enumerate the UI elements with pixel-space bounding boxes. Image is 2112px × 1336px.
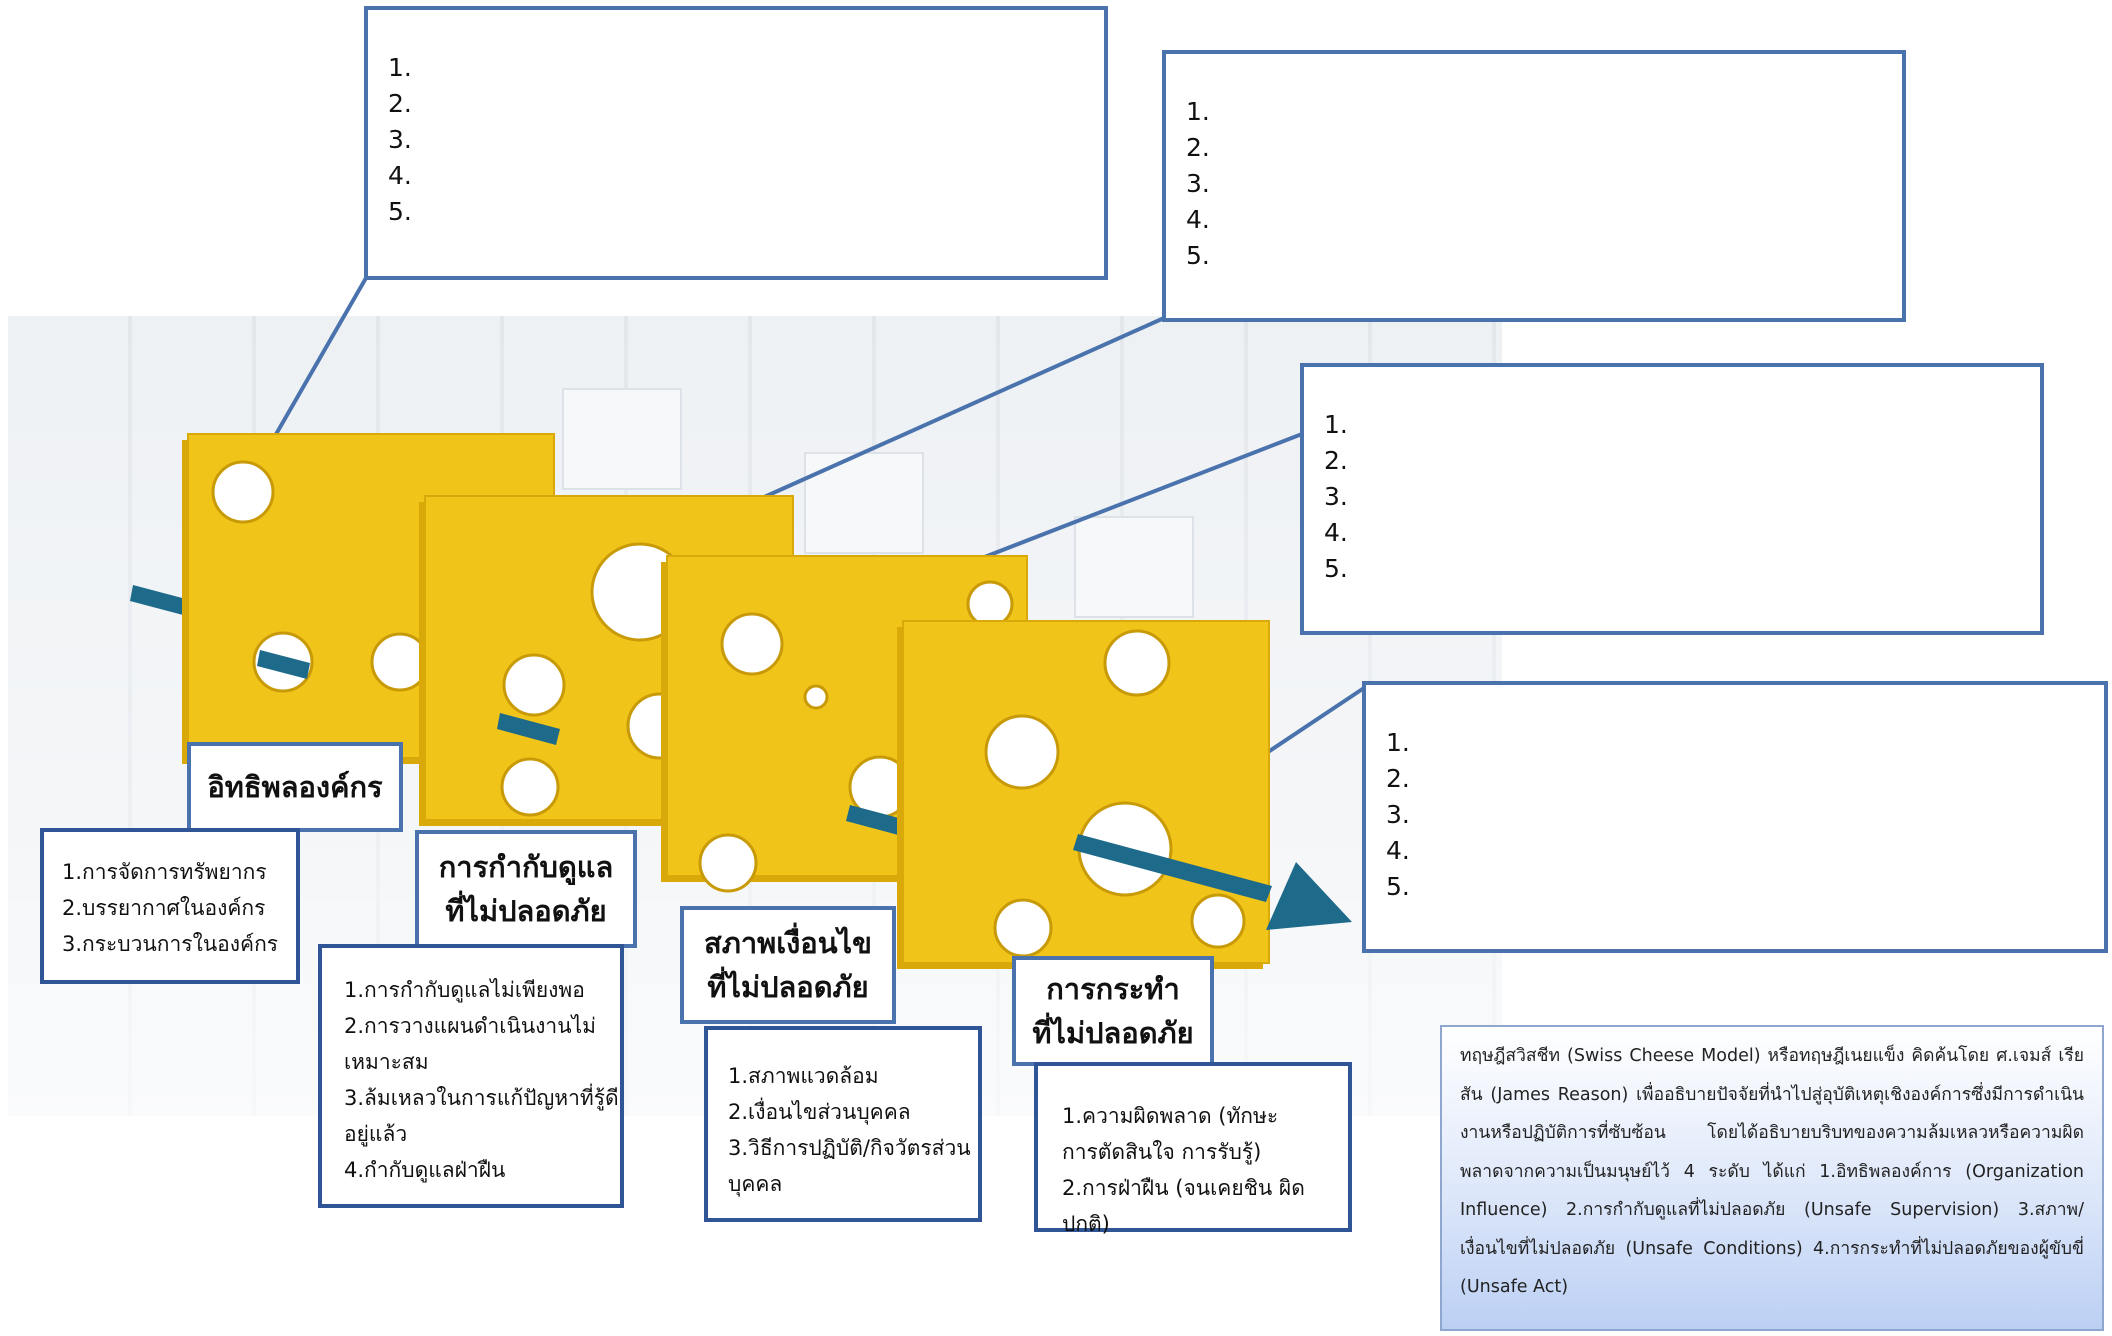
layer-title-line: ที่ไม่ปลอดภัย [1032, 1016, 1194, 1050]
list-item: 1. [388, 53, 412, 82]
hazard-arrow-segment [846, 805, 910, 837]
layer-title-line: ที่ไม่ปลอดภัย [707, 970, 869, 1004]
connector-lines [273, 277, 1366, 758]
list-item: 3. [1324, 482, 1348, 511]
layer-title-unsafe-supervision: การกำกับดูแล ที่ไม่ปลอดภัย [415, 830, 637, 948]
factor-item: 3.วิธีการปฏิบัติ/กิจวัตรส่วน [728, 1136, 971, 1160]
numbered-box-supervision: 1. 2. 3. 4. 5. [1162, 50, 1906, 322]
factor-item: 2.การฝ่าฝืน (จนเคยชิน ผิดปกติ) [1062, 1176, 1305, 1236]
list-item: 4. [388, 161, 412, 190]
list-item: 1. [1324, 410, 1348, 439]
list-item: 2. [388, 89, 412, 118]
factors-unsafe-supervision: 1.การกำกับดูแลไม่เพียงพอ 2.การวางแผนดำเน… [318, 944, 624, 1208]
cheese-hole [984, 714, 1060, 790]
layer-title-unsafe-conditions: สภาพเงื่อนไข ที่ไม่ปลอดภัย [680, 906, 896, 1024]
list-item: 2. [1186, 133, 1210, 162]
factor-item: 2.การวางแผนดำเนินงานไม่ [344, 1014, 596, 1038]
hazard-arrow-segment [257, 650, 310, 679]
hazard-arrow-segment [497, 713, 560, 745]
factor-item: 3.กระบวนการในองค์กร [62, 932, 279, 956]
list-item: 2. [1324, 446, 1348, 475]
layer-title-line: การกระทำ [1046, 972, 1180, 1006]
list-item: 4. [1186, 205, 1210, 234]
list-item: 5. [388, 197, 412, 226]
factor-item: 4.กำกับดูแลฝ่าฝืน [344, 1158, 506, 1182]
list-item: 5. [1386, 872, 1410, 901]
factors-organizational-influence: 1.การจัดการทรัพยากร 2.บรรยากาศในองค์กร 3… [40, 828, 300, 984]
cheese-hole [211, 460, 275, 524]
list-item: 3. [388, 125, 412, 154]
cheese-hole [1103, 629, 1171, 697]
cheese-hole [966, 580, 1014, 628]
factor-item: 1.การจัดการทรัพยากร [62, 860, 267, 884]
connector-line [273, 277, 368, 437]
factor-item: การตัดสินใจ การรับรู้) [1062, 1140, 1262, 1164]
layer-title-line: อิทธิพลองค์กร [207, 770, 383, 804]
background-window [1074, 516, 1194, 618]
cheese-slice [897, 620, 1270, 969]
background-window [562, 388, 682, 490]
factor-item: 3.ล้มเหลวในการแก้ปัญหาที่รู้ดี [344, 1086, 619, 1110]
layer-title-line: สภาพเงื่อนไข [704, 926, 872, 960]
connector-line [1260, 686, 1366, 758]
factor-item: เหมาะสม [344, 1050, 429, 1074]
hazard-arrow-shaft [1073, 834, 1272, 902]
theory-description: ทฤษฎีสวิสชีท (Swiss Cheese Model) หรือทฤ… [1440, 1025, 2104, 1331]
connector-line [761, 316, 1165, 500]
layer-title-line: การกำกับดูแล [438, 850, 614, 884]
cheese-hole [698, 833, 758, 893]
cheese-hole [1190, 893, 1246, 949]
cheese-hole [500, 757, 560, 817]
list-item: 3. [1386, 800, 1410, 829]
factor-item: บุคคล [728, 1172, 783, 1196]
numbered-box-organizational: 1. 2. 3. 4. 5. [364, 6, 1108, 280]
list-item: 1. [1186, 97, 1210, 126]
hazard-arrow-front [1073, 834, 1352, 930]
layer-title-unsafe-acts: การกระทำ ที่ไม่ปลอดภัย [1012, 956, 1214, 1066]
list-item: 5. [1324, 554, 1348, 583]
numbered-box-acts: 1. 2. 3. 4. 5. [1362, 681, 2108, 953]
factor-item: 1.สภาพแวดล้อม [728, 1064, 879, 1088]
cheese-hole [993, 898, 1053, 958]
hazard-arrow-head [1266, 862, 1352, 930]
connector-line [981, 432, 1303, 560]
cheese-hole [502, 653, 566, 717]
list-item: 3. [1186, 169, 1210, 198]
cheese-slices [182, 433, 1352, 969]
cheese-hole [803, 684, 829, 710]
list-item: 4. [1324, 518, 1348, 547]
factor-item: 2.บรรยากาศในองค์กร [62, 896, 266, 920]
layer-title-organizational-influence: อิทธิพลองค์กร [187, 742, 403, 832]
factor-item: อยู่แล้ว [344, 1122, 408, 1146]
factor-item: 2.เงื่อนไขส่วนบุคคล [728, 1100, 911, 1124]
layer-title-line: ที่ไม่ปลอดภัย [445, 894, 607, 928]
factor-item: 1.การกำกับดูแลไม่เพียงพอ [344, 978, 585, 1002]
factors-unsafe-conditions: 1.สภาพแวดล้อม 2.เงื่อนไขส่วนบุคคล 3.วิธี… [704, 1026, 982, 1222]
factors-unsafe-acts: 1.ความผิดพลาด (ทักษะ การตัดสินใจ การรับร… [1034, 1062, 1352, 1236]
list-item: 4. [1386, 836, 1410, 865]
cheese-hole [720, 612, 784, 676]
list-item: 2. [1386, 764, 1410, 793]
list-item: 1. [1386, 728, 1410, 757]
factor-item: 1.ความผิดพลาด (ทักษะ [1062, 1104, 1279, 1128]
numbered-box-conditions: 1. 2. 3. 4. 5. [1300, 363, 2044, 635]
list-item: 5. [1186, 241, 1210, 270]
